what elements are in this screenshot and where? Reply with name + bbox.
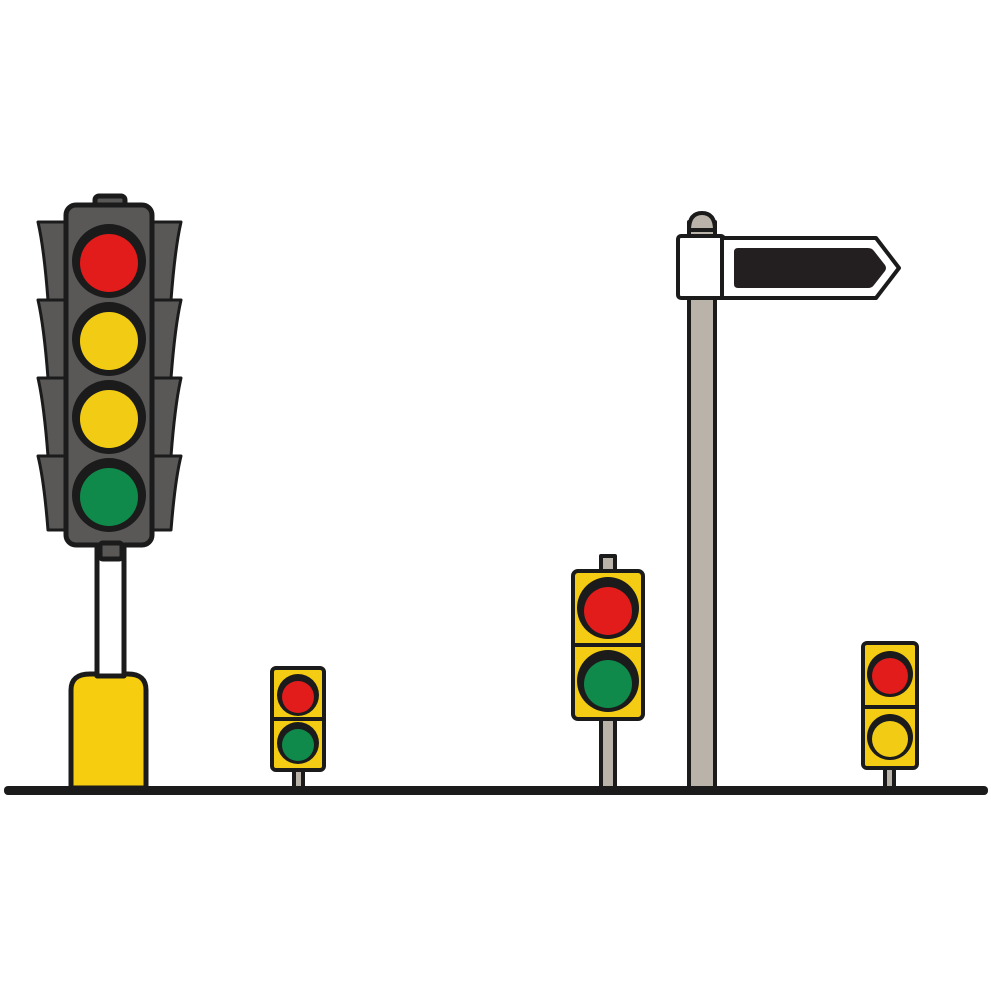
direction-sign-panel xyxy=(734,248,886,288)
traffic-light-pole xyxy=(94,545,127,679)
large-lamp-2 xyxy=(72,302,146,376)
direction-sign-post xyxy=(676,211,901,790)
large-traffic-light xyxy=(36,193,183,791)
small-lamp-green xyxy=(584,660,632,708)
ground-line xyxy=(4,786,988,795)
small-traffic-light-2 xyxy=(571,554,645,790)
large-lamp-1 xyxy=(72,224,146,298)
small-lamp-green xyxy=(282,729,314,761)
side-visors xyxy=(36,220,183,532)
large-lamp-4 xyxy=(72,458,146,532)
sign-pole xyxy=(687,220,717,790)
traffic-light-base xyxy=(68,671,149,791)
small-lamp-red xyxy=(872,658,908,694)
small-lamp-yellow xyxy=(872,721,908,757)
small-lamp-red xyxy=(584,587,632,635)
small-traffic-light-3 xyxy=(861,641,919,790)
small-light-post xyxy=(599,714,617,790)
small-lamp-red xyxy=(282,681,314,713)
large-lamp-3 xyxy=(72,380,146,454)
sign-bracket xyxy=(676,234,726,300)
pole-connector xyxy=(97,540,125,562)
small-traffic-light-1 xyxy=(270,666,326,790)
